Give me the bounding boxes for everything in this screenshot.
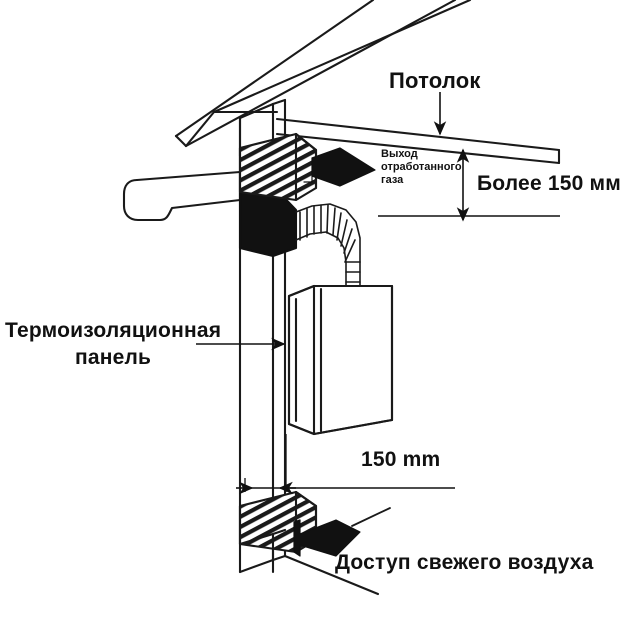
label-side-distance: 150 mm <box>361 448 441 471</box>
upper-vent-grille <box>238 132 318 202</box>
ceiling-slab <box>212 110 561 165</box>
wall-base <box>238 528 287 574</box>
label-exhaust-line3: газа <box>381 174 404 186</box>
fresh-air-arrow <box>293 507 391 557</box>
label-fresh-air-access: Доступ свежего воздуха <box>335 551 594 574</box>
label-thermal-panel: Термоизоляционная панель <box>5 317 221 371</box>
label-ceiling: Потолок <box>389 68 481 93</box>
label-exhaust-line1: Выход <box>381 148 418 160</box>
roof-slab <box>174 0 472 148</box>
left-beam <box>122 170 242 222</box>
label-thermal-panel-line1: Термоизоляционная <box>5 319 222 342</box>
label-thermal-panel-line2: панель <box>74 346 152 369</box>
distance-dimension-horizontal <box>236 434 455 495</box>
clearance-dimension-vertical <box>378 148 560 222</box>
boiler-unit <box>287 284 394 436</box>
label-top-clearance: Более 150 мм <box>477 172 621 195</box>
exhaust-arrow <box>303 147 376 187</box>
flexible-flue-duct <box>295 203 361 297</box>
label-exhaust-line2: отработанного <box>381 161 462 173</box>
